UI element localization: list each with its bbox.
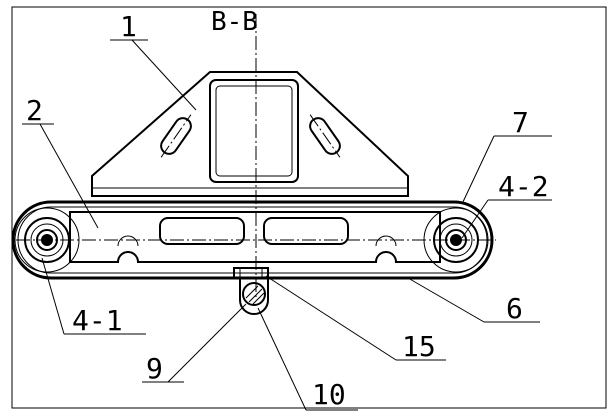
label-part-2: 2	[26, 94, 43, 127]
label-part-1: 1	[120, 10, 137, 43]
label-part-10: 10	[312, 378, 346, 411]
label-part-6: 6	[506, 292, 523, 325]
label-part-15: 15	[402, 330, 436, 363]
bottom-fitting	[233, 267, 269, 315]
drawing-frame	[11, 6, 607, 409]
leader-lines	[22, 39, 552, 411]
label-part-4-2: 4-2	[498, 170, 549, 203]
bracket	[91, 71, 409, 197]
belt	[11, 200, 494, 280]
right-roller	[423, 207, 489, 273]
label-part-7: 7	[512, 106, 529, 139]
label-part-9: 9	[146, 352, 163, 385]
section-title: B-B	[211, 7, 258, 37]
frame-plate	[69, 211, 441, 263]
label-part-4-1: 4-1	[72, 304, 123, 337]
left-roller	[14, 207, 80, 273]
